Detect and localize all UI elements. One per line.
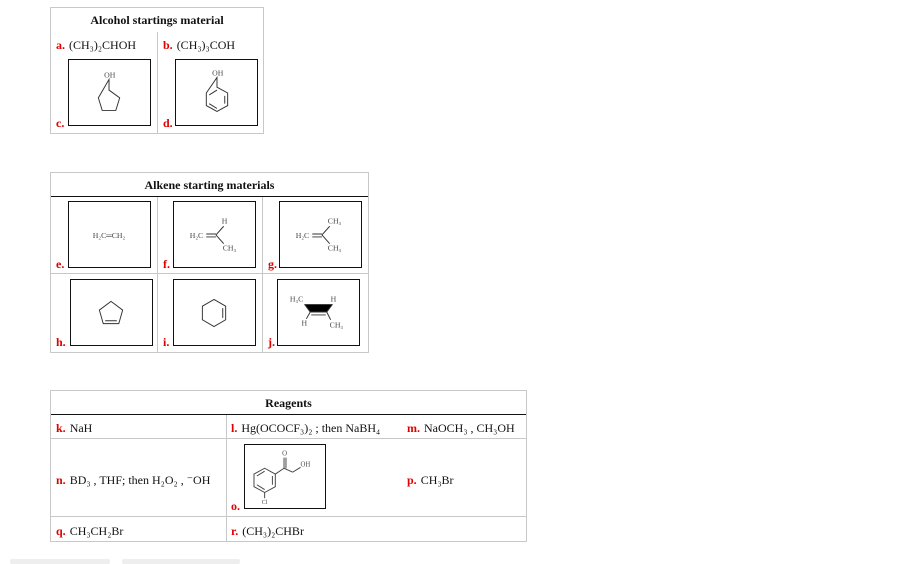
alcohol-table: Alcohol startings material a. (CH₃)₂CHOH…: [50, 7, 264, 134]
ethylene-structure[interactable]: H₂C═CH₂: [68, 201, 151, 268]
alkene-table: Alkene starting materials e. H₂C═CH₂ f. …: [50, 172, 369, 353]
reagent-q[interactable]: q. CH₃CH₂Br: [56, 524, 124, 538]
svg-text:OH: OH: [104, 70, 116, 79]
svg-text:H: H: [331, 294, 337, 303]
scroll-placeholder-right: [122, 559, 240, 564]
reagent-k[interactable]: k. NaH: [56, 421, 93, 435]
cyclohexene-structure[interactable]: [173, 279, 256, 346]
isobutylene-structure[interactable]: H₂C CH₃ CH₃: [279, 201, 362, 268]
reagents-table-title: Reagents: [265, 396, 312, 410]
scroll-placeholder-left: [10, 559, 110, 564]
cyclopentene-structure[interactable]: [70, 279, 153, 346]
svg-text:CH₃: CH₃: [328, 244, 342, 253]
option-b[interactable]: b. (CH₃)₃COH: [163, 38, 236, 52]
option-f-label: f.: [163, 257, 170, 271]
reagent-o-label: o.: [231, 499, 240, 513]
reagent-r[interactable]: r. (CH₃)₂CHBr: [231, 524, 304, 538]
svg-text:H: H: [222, 216, 228, 225]
reagent-n[interactable]: n. BD₃ , THF; then H₂O₂ , ⁻OH: [56, 473, 211, 487]
svg-text:OH: OH: [212, 69, 224, 78]
svg-text:H₂C: H₂C: [190, 231, 203, 240]
reagent-p[interactable]: p. CH₃Br: [407, 473, 454, 487]
reagent-m[interactable]: m. NaOCH₃ , CH₃OH: [407, 421, 515, 435]
alkene-table-title: Alkene starting materials: [144, 178, 275, 192]
phenol-structure[interactable]: OH: [175, 59, 258, 126]
svg-text:H: H: [302, 319, 308, 328]
option-c-label: c.: [56, 116, 65, 130]
option-g-label: g.: [268, 257, 277, 271]
svg-text:OH: OH: [301, 461, 311, 468]
option-j-label: j.: [268, 335, 275, 349]
svg-text:CH₃: CH₃: [328, 216, 342, 225]
cyclopentanol-structure[interactable]: OH: [68, 59, 151, 126]
mcpba-structure[interactable]: O OH Cl: [244, 444, 326, 509]
svg-text:H₃C: H₃C: [290, 294, 303, 303]
svg-text:Cl: Cl: [262, 500, 268, 506]
svg-text:CH₃: CH₃: [330, 321, 344, 330]
alcohol-table-title: Alcohol startings material: [90, 13, 224, 27]
option-h-label: h.: [56, 335, 66, 349]
svg-text:O: O: [282, 451, 287, 458]
option-a[interactable]: a. (CH₃)₂CHOH: [56, 38, 137, 52]
trans-2-butene-structure[interactable]: H₃C H H CH₃: [277, 279, 360, 346]
option-e-label: e.: [56, 257, 65, 271]
reagent-l[interactable]: l. Hg(OCOCF₃)₂ ; then NaBH₄: [231, 421, 381, 435]
option-i-label: i.: [163, 335, 170, 349]
svg-text:CH₃: CH₃: [223, 244, 237, 253]
reagents-table: Reagents k. NaH l. Hg(OCOCF₃)₂ ; then Na…: [50, 390, 527, 542]
propene-structure[interactable]: H₂C H CH₃: [173, 201, 256, 268]
option-d-label: d.: [163, 116, 173, 130]
svg-text:H₂C: H₂C: [296, 231, 309, 240]
svg-text:H₂C═CH₂: H₂C═CH₂: [93, 231, 126, 240]
